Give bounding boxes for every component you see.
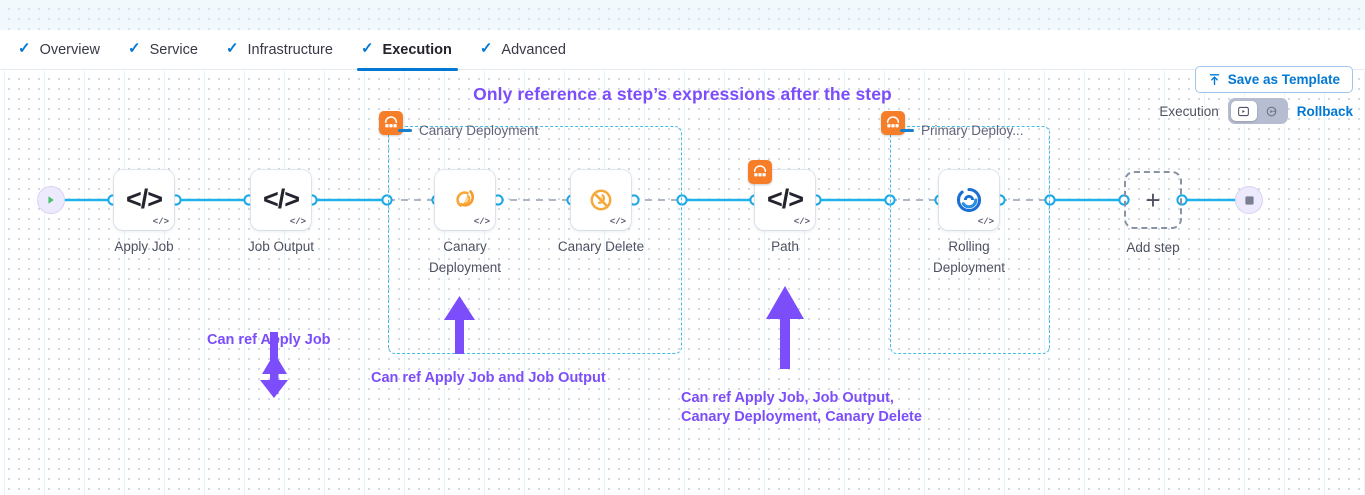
wizard-tab-bar: ✓ Overview ✓ Service ✓ Infrastructure ✓ … [0, 30, 1365, 93]
step-label: Rolling Deployment [933, 236, 1005, 278]
play-circle-icon [37, 186, 65, 214]
tab-advanced[interactable]: ✓ Advanced [476, 30, 590, 70]
toggle-execution-segment[interactable] [1230, 101, 1257, 121]
tab-service[interactable]: ✓ Service [124, 30, 222, 70]
canary-delete-icon [590, 189, 612, 211]
collapse-icon[interactable] [900, 129, 914, 132]
step-label-line1: Canary [443, 239, 487, 254]
add-step-button[interactable]: + [1124, 171, 1182, 229]
step-label-line2: Deployment [428, 260, 502, 275]
step-label: Apply Job [114, 239, 174, 254]
headline-note: Only reference a step’s expressions afte… [473, 84, 892, 104]
play-triangle-glyph [48, 196, 54, 204]
check-icon: ✓ [18, 40, 31, 57]
step-type-badge: </> [289, 217, 306, 227]
add-step-node[interactable]: + Add step [1124, 171, 1182, 255]
step-label: Path [771, 239, 799, 254]
step-card[interactable]: </> [939, 170, 999, 230]
check-icon: ✓ [479, 40, 493, 57]
annotation-label-3-line2: Canary Deployment, Canary Delete [681, 409, 922, 425]
step-group-glyph [886, 116, 900, 128]
play-box-icon [1238, 106, 1250, 116]
step-type-badge: </> [609, 217, 626, 227]
step-card[interactable]: </> </> [114, 170, 174, 230]
canvas-top-strip [0, 0, 1365, 30]
step-label: Job Output [247, 239, 315, 254]
code-icon: </> [125, 183, 163, 214]
connector-layer [63, 194, 1236, 206]
step-type-badge: </> [152, 217, 169, 227]
tab-label: Advanced [501, 41, 566, 58]
stop-circle-icon [1235, 186, 1263, 214]
tab-label: Overview [39, 41, 101, 58]
step-label-line1: Rolling [948, 239, 990, 254]
step-card[interactable]: </> [435, 170, 495, 230]
tab-label: Execution [382, 41, 452, 58]
rollback-link[interactable]: Rollback [1296, 103, 1353, 119]
pipeline-canvas[interactable]: Only reference a step’s expressions afte… [0, 71, 1365, 495]
tab-overview[interactable]: ✓ Overview [14, 30, 124, 70]
mode-toggle[interactable] [1227, 98, 1288, 124]
plus-icon: + [1145, 185, 1161, 215]
check-icon: ✓ [225, 40, 239, 57]
tab-infrastructure[interactable]: ✓ Infrastructure [222, 30, 357, 70]
step-group-primary-deployment[interactable]: Primary Deploy... [881, 111, 1050, 354]
canary-icon [456, 190, 474, 207]
step-label-line2: Deployment [932, 260, 1006, 275]
tab-label: Infrastructure [247, 41, 333, 58]
rolling-deployment-icon [956, 187, 982, 213]
tab-label: Service [149, 41, 198, 58]
step-label: Canary Delete [557, 239, 645, 254]
tab-execution[interactable]: ✓ Execution [356, 30, 476, 71]
rollback-circle-icon [1266, 106, 1277, 116]
annotation-label-2: Can ref Apply Job and Job Output [371, 370, 606, 386]
toggle-rollback-segment[interactable] [1259, 101, 1285, 121]
collapse-icon[interactable] [398, 129, 412, 132]
annotation-label-3-line1: Can ref Apply Job, Job Output, [681, 390, 894, 406]
step-node-canary-deployment[interactable]: </> Canary Deployment [429, 170, 501, 275]
step-group-title-primary[interactable]: Primary Deploy... [900, 123, 1024, 138]
step-node-apply-job[interactable]: </> </> Apply Job [114, 170, 174, 254]
upload-icon [1209, 74, 1219, 86]
save-as-template-label: Save as Template [1227, 72, 1340, 87]
check-icon: ✓ [360, 40, 374, 57]
add-step-label: Add step [1126, 240, 1180, 255]
code-icon: </> [262, 183, 300, 214]
pipeline-start-node[interactable] [37, 186, 65, 214]
step-card[interactable]: </> </> [251, 170, 311, 230]
step-label: Canary Deployment [429, 236, 501, 278]
check-icon: ✓ [128, 40, 141, 57]
annotation-label-1: Can ref Apply Job [207, 332, 331, 348]
save-as-template-button[interactable]: Save as Template [1194, 66, 1353, 93]
step-card[interactable]: </> [571, 170, 631, 230]
execution-rollback-switch: Execution Rollback [1159, 98, 1353, 124]
code-icon: </> [766, 183, 804, 214]
step-group-title-canary[interactable]: Canary Deployment [398, 123, 538, 138]
step-type-badge: </> [793, 217, 810, 227]
pipeline-end-node[interactable] [1235, 186, 1263, 214]
step-node-canary-delete[interactable]: </> Canary Delete [558, 170, 644, 254]
step-node-path[interactable]: </> </> Path [748, 160, 815, 254]
step-group-label: Canary Deployment [419, 123, 539, 138]
tab-list: ✓ Overview ✓ Service ✓ Infrastructure ✓ … [0, 30, 590, 71]
step-group-label: Primary Deploy... [921, 123, 1024, 138]
step-group-glyph [753, 165, 767, 177]
step-type-badge: </> [977, 217, 994, 227]
annotation-label-3: Can ref Apply Job, Job Output, Canary De… [681, 389, 922, 427]
stop-square-glyph [1244, 195, 1254, 205]
step-group-glyph [384, 116, 398, 128]
step-group-canary-deployment[interactable]: Canary Deployment [379, 111, 682, 354]
execution-label: Execution [1159, 103, 1219, 119]
step-node-job-output[interactable]: </> </> Job Output [248, 170, 314, 254]
step-type-badge: </> [473, 217, 490, 227]
step-group-icon [748, 160, 772, 184]
step-node-rolling-deployment[interactable]: </> Rolling Deployment [933, 170, 1005, 275]
